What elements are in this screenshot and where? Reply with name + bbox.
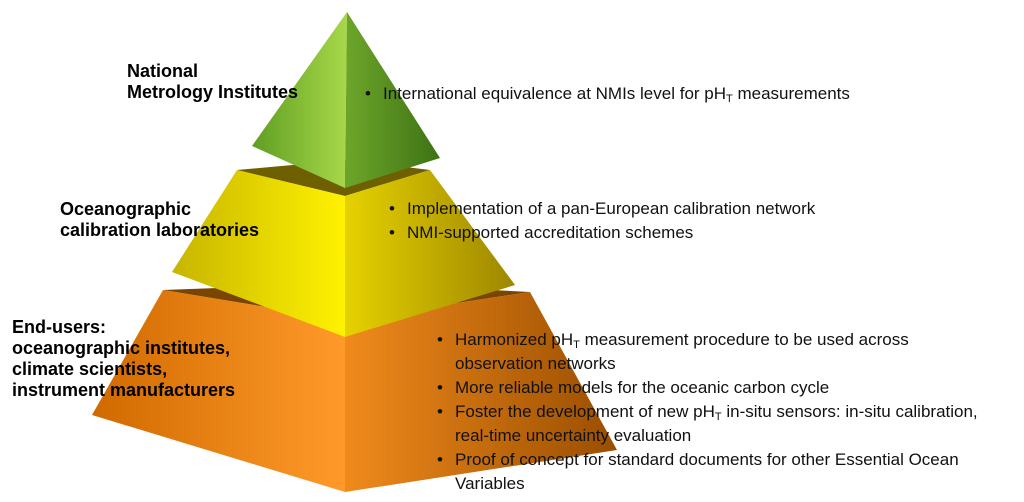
- tier-bottom-left-face: [92, 290, 345, 492]
- tier-middle-bullets: Implementation of a pan-European calibra…: [389, 197, 1009, 245]
- label-line: End-users:: [12, 317, 107, 337]
- tier-top-label: National Metrology Institutes: [127, 61, 298, 103]
- label-line: climate scientists,: [12, 359, 168, 379]
- tier-middle-left-face: [172, 170, 345, 337]
- label-line: calibration laboratories: [60, 220, 260, 240]
- label-line: instrument manufacturers: [12, 380, 236, 400]
- tier-middle-right-face: [345, 170, 515, 337]
- label-line: Metrology Institutes: [127, 82, 299, 102]
- bullet-item: International equivalence at NMIs level …: [365, 82, 1005, 106]
- bullet-item: NMI-supported accreditation schemes: [389, 221, 1009, 245]
- label-line: National: [127, 61, 199, 81]
- tier-bottom-label: End-users: oceanographic institutes, cli…: [12, 317, 235, 401]
- tier-top-bullets: International equivalence at NMIs level …: [365, 82, 1005, 106]
- label-line: oceanographic institutes,: [12, 338, 231, 358]
- bullet-item: Implementation of a pan-European calibra…: [389, 197, 1009, 221]
- bullet-item: Proof of concept for standard documents …: [437, 448, 997, 496]
- tier-bottom-bullets: Harmonized pHT measurement procedure to …: [437, 328, 997, 496]
- bullet-item: Harmonized pHT measurement procedure to …: [437, 328, 997, 376]
- label-line: Oceanographic: [60, 199, 192, 219]
- tier-top-left-face: [252, 12, 347, 188]
- bullet-item: Foster the development of new pHT in-sit…: [437, 400, 997, 448]
- bullet-item: More reliable models for the oceanic car…: [437, 376, 997, 400]
- tier-middle-label: Oceanographic calibration laboratories: [60, 199, 259, 241]
